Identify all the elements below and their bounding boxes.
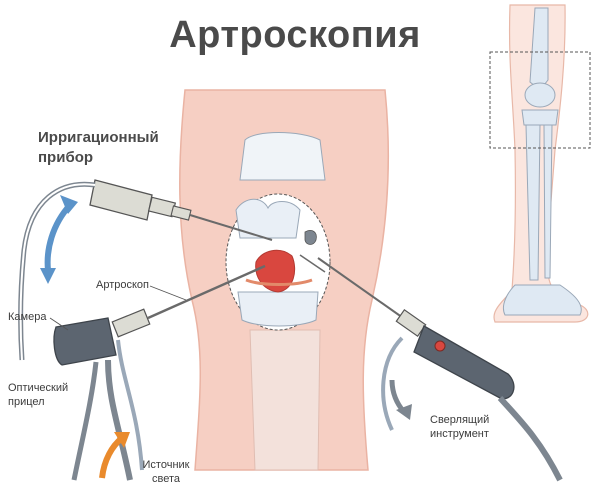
zoom-frame [489, 51, 591, 149]
label-light: Источник света [142, 459, 190, 485]
drill-arrow [389, 379, 406, 414]
irrigation-arrow [44, 202, 73, 271]
leg-reference [489, 4, 591, 323]
label-camera: Камера [8, 311, 47, 323]
label-drill: Сверлящий инструмент [430, 414, 490, 440]
irrigation-device [18, 179, 273, 361]
joint-view [225, 193, 331, 331]
label-optic: Оптический прицел [8, 382, 69, 408]
label-arthroscope: Артроскоп [96, 279, 149, 291]
arthroscope [53, 264, 266, 481]
drill-tool [299, 254, 563, 482]
label-irrigation: Ирригационный прибор [38, 129, 159, 166]
light-arrow [99, 435, 124, 479]
page-title: Артроскопия [169, 14, 421, 56]
